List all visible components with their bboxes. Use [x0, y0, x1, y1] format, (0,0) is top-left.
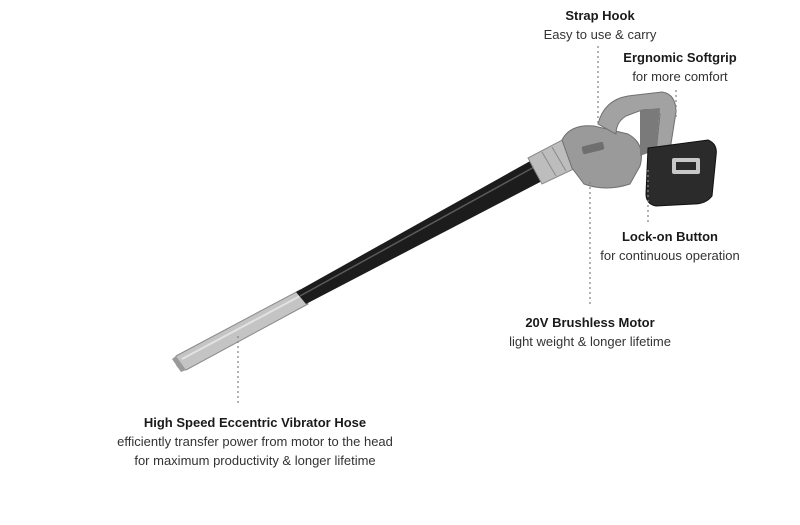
callout-strap-hook-desc: Easy to use & carry — [543, 27, 657, 42]
callout-softgrip-title: Ergnomic Softgrip — [623, 50, 737, 65]
callout-softgrip-desc: for more comfort — [632, 69, 728, 84]
callout-motor-desc: light weight & longer lifetime — [509, 334, 671, 349]
callout-strap-hook: Strap Hook Easy to use & carry — [510, 6, 690, 44]
vibrator-hose — [296, 160, 544, 304]
callout-lock-on-desc: for continuous operation — [600, 248, 740, 263]
callout-lock-on-button: Lock-on Button for continuous operation — [585, 227, 755, 265]
callout-lock-on-title: Lock-on Button — [621, 229, 719, 244]
callout-motor-title: 20V Brushless Motor — [525, 315, 655, 330]
callout-hose-desc: efficiently transfer power from motor to… — [117, 434, 393, 468]
battery-pack — [645, 139, 717, 207]
vibrator-head — [172, 289, 309, 372]
callout-hose-title: High Speed Eccentric Vibrator Hose — [143, 415, 367, 430]
leader-lines — [237, 46, 677, 405]
callout-strap-hook-title: Strap Hook — [565, 8, 635, 23]
callout-brushless-motor: 20V Brushless Motor light weight & longe… — [480, 313, 700, 351]
motor-housing — [561, 125, 642, 189]
callout-vibrator-hose: High Speed Eccentric Vibrator Hose effic… — [110, 413, 400, 470]
callout-softgrip: Ergnomic Softgrip for more comfort — [600, 48, 760, 86]
